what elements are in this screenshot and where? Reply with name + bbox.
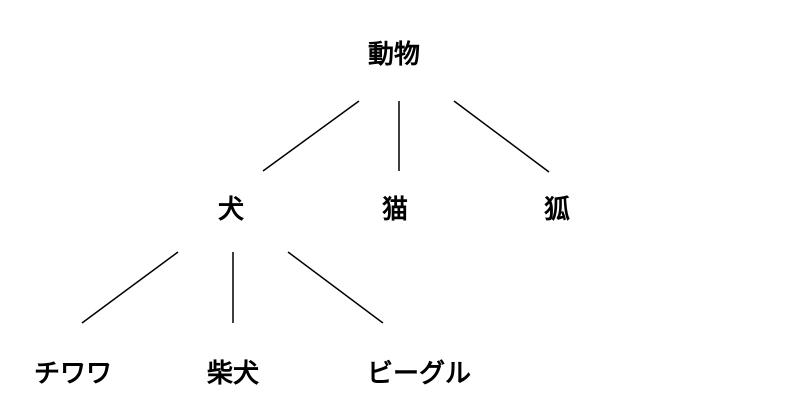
- node-fox: 狐: [544, 195, 570, 225]
- node-beagle: ビーグル: [367, 359, 471, 389]
- node-chihuahua: チワワ: [34, 359, 112, 389]
- edge-animals-dog: [262, 100, 360, 172]
- edge-animals-fox: [453, 100, 550, 173]
- edge-dog-chihuahua: [81, 251, 179, 324]
- node-shiba: 柴犬: [206, 359, 260, 389]
- node-cat: 猫: [382, 195, 408, 225]
- edge-dog-beagle: [287, 251, 384, 324]
- node-animals: 動物: [368, 40, 420, 70]
- node-dog: 犬: [218, 195, 245, 225]
